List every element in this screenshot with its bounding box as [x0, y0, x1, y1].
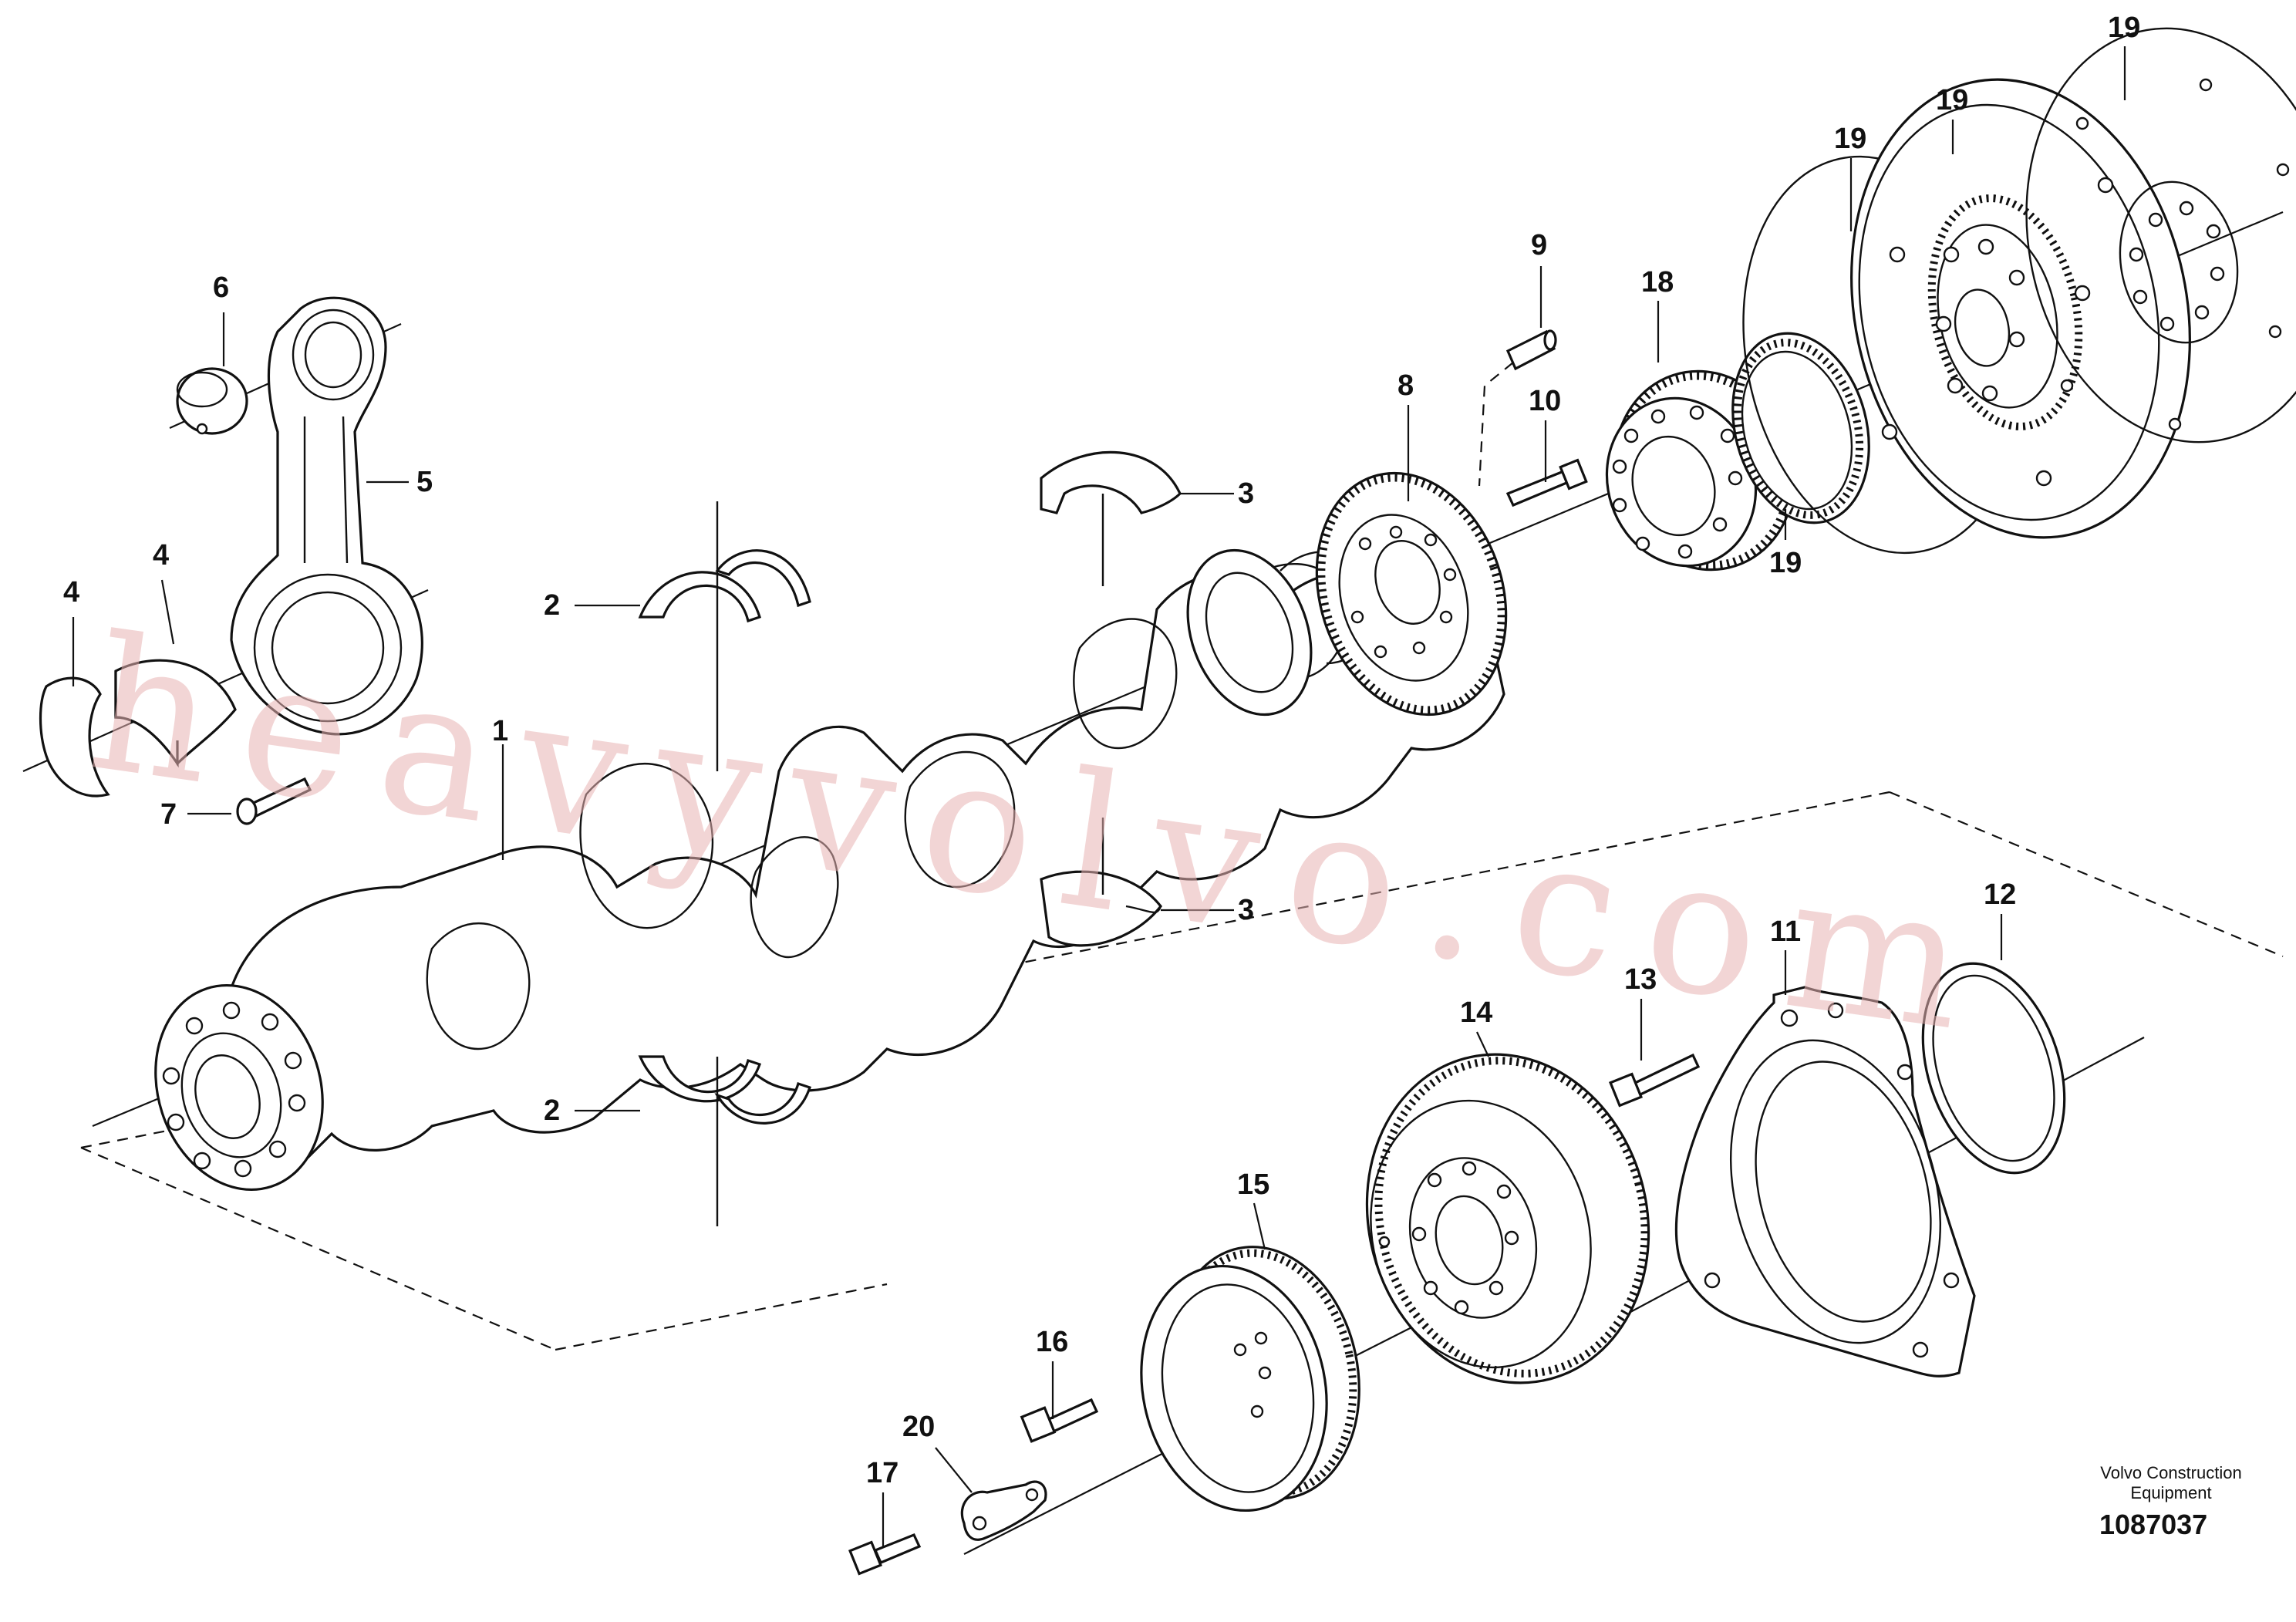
company-line-2: Equipment: [2130, 1483, 2212, 1502]
crankshaft-gear: [1315, 471, 1508, 717]
label-16: 16: [1036, 1326, 1068, 1358]
label-7: 7: [160, 798, 177, 831]
drawing-number: 1087037: [2099, 1509, 2208, 1540]
label-12: 12: [1984, 878, 2016, 911]
label-13: 13: [1624, 963, 1657, 996]
flex-plate: [2025, 27, 2296, 443]
label-4-right: 4: [153, 539, 169, 572]
rear-seal: [1731, 332, 1870, 524]
label-3-lower: 3: [1238, 894, 1254, 926]
label-18: 18: [1641, 266, 1674, 298]
vibration-damper: [1365, 1053, 1650, 1384]
label-5: 5: [416, 466, 433, 498]
main-bearing-shells: [1040, 450, 1182, 947]
front-seal-ring: [1921, 962, 2066, 1175]
label-1: 1: [492, 715, 508, 747]
housing-bolt: [1609, 1053, 1701, 1108]
flywheel: [1850, 78, 2191, 539]
company-line-1: Volvo Construction: [2100, 1463, 2242, 1482]
dowel-pin: [1478, 329, 1557, 487]
label-19-flywheel: 19: [1936, 84, 1968, 116]
leader-lines: [72, 46, 2126, 1546]
pulley-bolt: [1020, 1398, 1099, 1443]
dashed-assembly-frame: [80, 791, 2284, 1351]
sensor-bracket: [960, 1480, 1047, 1541]
connecting-rod-bolt: [236, 777, 312, 825]
small-end-bushing: [176, 367, 248, 435]
connecting-rod: [230, 296, 423, 736]
label-17: 17: [866, 1457, 899, 1489]
label-3-upper: 3: [1238, 477, 1254, 510]
label-15: 15: [1237, 1168, 1269, 1201]
label-14: 14: [1460, 996, 1492, 1029]
pulley: [1140, 1246, 1360, 1512]
part-labels: 1 2 2 3 3 4 4 5 6 7 8 9 10 11 12 13 14 1…: [63, 12, 2140, 1489]
label-19-seal: 19: [1769, 547, 1802, 579]
label-9: 9: [1531, 229, 1547, 261]
label-2-upper: 2: [544, 589, 560, 622]
label-11: 11: [1770, 916, 1801, 948]
crankshaft: [154, 548, 1505, 1192]
label-20: 20: [902, 1411, 935, 1443]
label-19-housing: 19: [1834, 123, 1866, 155]
label-2-lower: 2: [544, 1094, 560, 1127]
label-19-flexplate: 19: [2108, 12, 2140, 44]
label-4-left: 4: [63, 576, 79, 609]
label-10: 10: [1529, 385, 1561, 417]
label-6: 6: [213, 271, 229, 304]
gear-bolt: [1505, 458, 1588, 508]
thrust-washers: [638, 494, 1104, 1226]
sensor-bolt: [848, 1533, 922, 1576]
label-8: 8: [1397, 369, 1414, 402]
front-seal-housing: [1674, 986, 1976, 1378]
company-caption: Volvo Construction Equipment: [2044, 1463, 2296, 1503]
big-end-bearing-shells: [39, 659, 237, 798]
